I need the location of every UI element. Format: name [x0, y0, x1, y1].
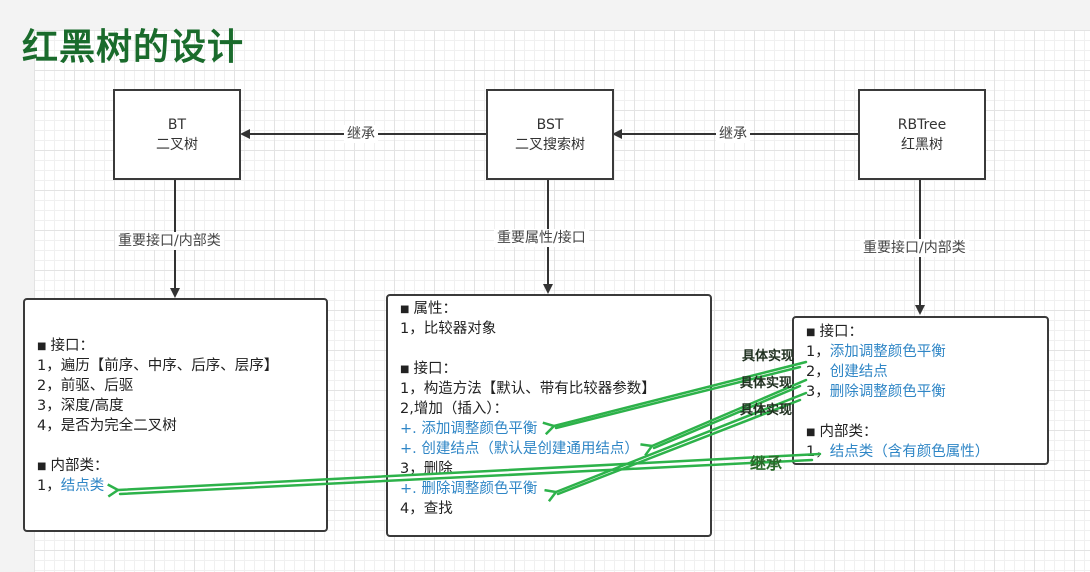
square-bullet-icon: ■	[806, 327, 816, 338]
node-bst[interactable]: BST 二叉搜索树	[486, 89, 614, 180]
impl-arrow-create-node-back	[652, 384, 802, 450]
bst-attr-item: 1，比较器对象	[400, 321, 497, 337]
bt-detail-box[interactable]: ■接口： 1，遍历【前序、中序、后序、层序】 2，前驱、后驱 3，深度/高度 4…	[23, 298, 328, 532]
bt-inner-item: 1，结点类	[37, 478, 105, 494]
node-bt-subtitle: 二叉树	[156, 136, 198, 153]
rb-inner-item: 1，结点类（含有颜色属性）	[806, 444, 990, 460]
bst-item: 4，查找	[400, 501, 453, 517]
bst-item: 2,增加（插入）：	[400, 401, 509, 417]
impl-arrow-add-balance	[554, 360, 808, 426]
node-rbtree-name: RBTree	[897, 116, 947, 133]
edge-label-rbtree-bst: 继承	[716, 125, 750, 143]
bst-item: 1，构造方法【默认、带有比较器参数】	[400, 381, 656, 397]
bt-item: 3，深度/高度	[37, 398, 124, 414]
square-bullet-icon: ■	[400, 364, 410, 375]
impl-label-3: 具体实现	[740, 403, 793, 418]
impl-label-2: 具体实现	[740, 376, 793, 391]
bst-item-create-node: +. 创建结点（默认是创建通用结点）	[400, 441, 639, 457]
bt-inner-heading: ■内部类：	[37, 458, 109, 474]
impl-arrow-create-node	[652, 378, 808, 446]
bst-item-remove-balance: +. 删除调整颜色平衡	[400, 481, 538, 497]
node-bst-subtitle: 二叉搜索树	[515, 136, 585, 153]
bt-item: 4，是否为完全二叉树	[37, 418, 177, 434]
square-bullet-icon: ■	[806, 427, 816, 438]
edge-label-bst-bt: 继承	[344, 125, 378, 143]
bst-item-add-balance: +. 添加调整颜色平衡	[400, 421, 538, 437]
page-title: 红黑树的设计	[22, 27, 245, 68]
inherit-arrow-node-class-back	[118, 458, 814, 496]
bst-interface-heading: ■接口：	[400, 361, 457, 377]
edge-label-rbtree-down: 重要接口/内部类	[860, 239, 969, 257]
impl-label-1: 具体实现	[742, 349, 795, 364]
bt-item: 1，遍历【前序、中序、后序、层序】	[37, 358, 279, 374]
square-bullet-icon: ■	[37, 341, 47, 352]
rb-interface-heading: ■接口：	[806, 324, 863, 340]
node-bt[interactable]: BT 二叉树	[113, 89, 241, 180]
inherit-arrow-node-class	[118, 452, 822, 490]
impl-arrow-remove-balance	[556, 391, 808, 492]
bt-item: 2，前驱、后驱	[37, 378, 134, 394]
square-bullet-icon: ■	[37, 461, 47, 472]
node-bt-name: BT	[167, 116, 187, 133]
rb-inner-heading: ■内部类：	[806, 424, 878, 440]
node-bst-name: BST	[536, 116, 564, 133]
edge-label-bt-down: 重要接口/内部类	[115, 232, 224, 250]
inherit-label: 继承	[750, 454, 783, 473]
edge-label-bst-down: 重要属性/接口	[494, 229, 589, 247]
rb-item: 3，删除调整颜色平衡	[806, 384, 946, 400]
rb-item: 1，添加调整颜色平衡	[806, 344, 946, 360]
impl-arrow-remove-balance-back	[556, 398, 802, 496]
bt-node-class: 结点类	[60, 478, 105, 494]
node-rbtree-subtitle: 红黑树	[901, 136, 943, 153]
rb-detail-box[interactable]: ■接口： 1，添加调整颜色平衡 2，创建结点 3，删除调整颜色平衡 ■内部类： …	[792, 316, 1049, 465]
impl-arrow-add-balance-back	[554, 365, 802, 430]
square-bullet-icon: ■	[400, 304, 410, 315]
bst-attr-heading: ■属性：	[400, 301, 457, 317]
rb-item: 2，创建结点	[806, 364, 888, 380]
bt-interface-heading: ■接口：	[37, 338, 94, 354]
node-rbtree[interactable]: RBTree 红黑树	[858, 89, 986, 180]
